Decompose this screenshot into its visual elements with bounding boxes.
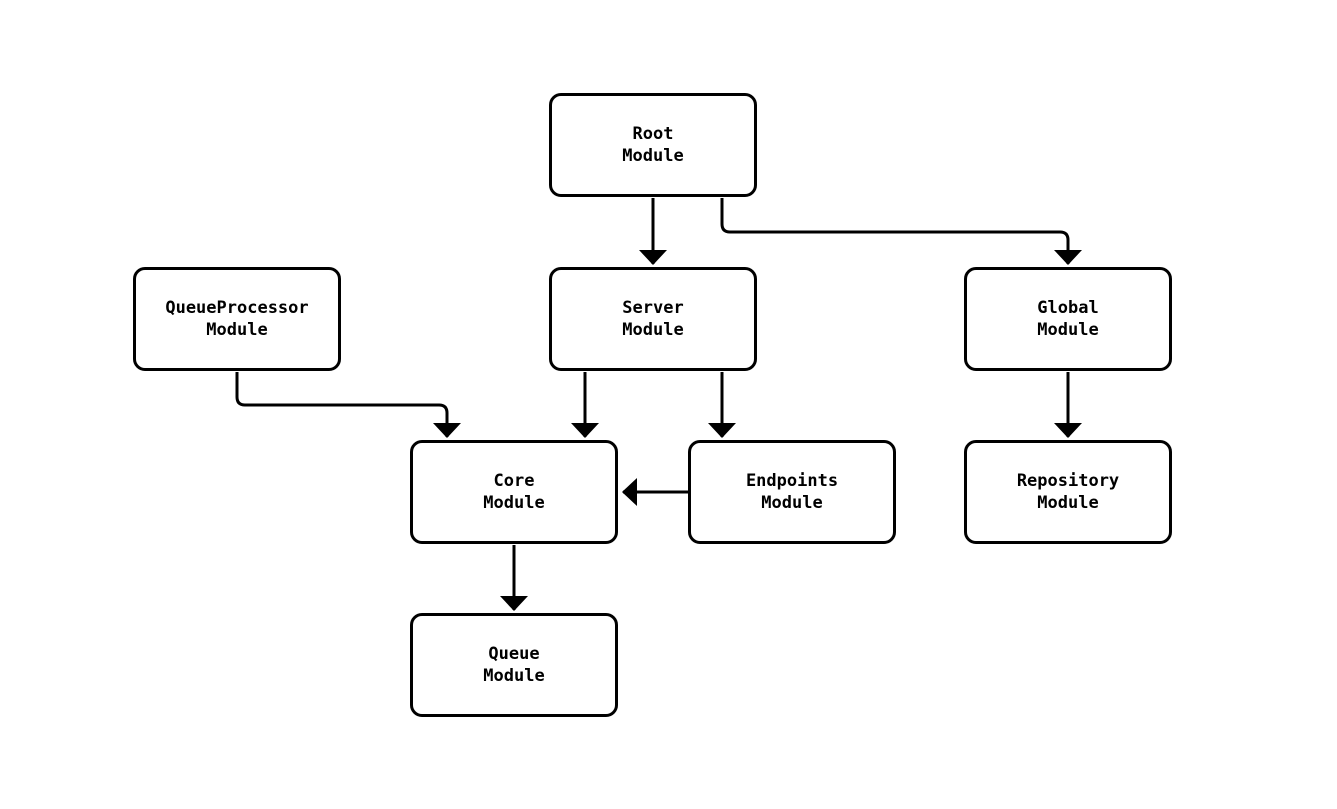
node-label-queue: Queue Module	[483, 644, 545, 686]
node-core-module: Core Module	[410, 440, 618, 544]
node-label-queueprocessor: QueueProcessor Module	[165, 298, 309, 340]
node-repository-module: Repository Module	[964, 440, 1172, 544]
node-server-module: Server Module	[549, 267, 757, 371]
node-label-global: Global Module	[1037, 298, 1099, 340]
edge-queueprocessor-to-core	[235, 372, 461, 438]
edge-root-to-global	[720, 198, 1082, 265]
node-global-module: Global Module	[964, 267, 1172, 371]
node-label-root: Root Module	[622, 124, 684, 166]
node-queue-module: Queue Module	[410, 613, 618, 717]
node-queueprocessor-module: QueueProcessor Module	[133, 267, 341, 371]
node-endpoints-module: Endpoints Module	[688, 440, 896, 544]
node-root-module: Root Module	[549, 93, 757, 197]
node-label-server: Server Module	[622, 298, 684, 340]
node-label-endpoints: Endpoints Module	[745, 471, 839, 513]
node-label-core: Core Module	[483, 471, 545, 513]
node-label-repository: Repository Module	[1016, 471, 1120, 513]
